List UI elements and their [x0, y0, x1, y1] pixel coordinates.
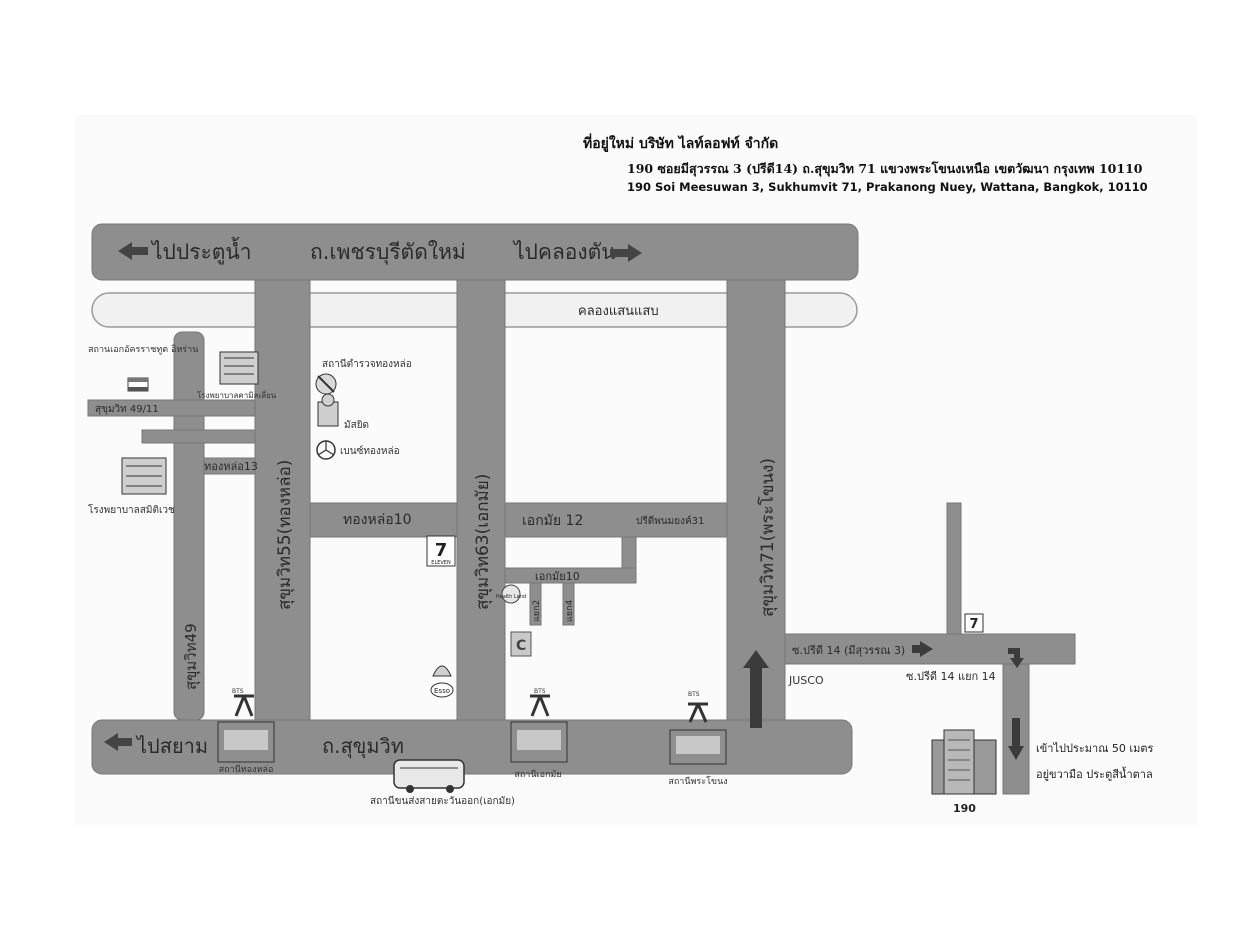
- label-benz: เบนซ์ทองหล่อ: [340, 445, 400, 457]
- seven-eleven-icon-2: 7: [964, 613, 984, 633]
- building-icon: [931, 729, 997, 795]
- label-building-number: 190: [953, 802, 976, 815]
- label-bus-terminal: สถานีขนส่งสายตะวันออก(เอกมัย): [370, 795, 515, 807]
- road-sukhumvit63: [456, 279, 506, 721]
- label-bts-ekkamai: สถานีเอกมัย: [514, 769, 561, 780]
- arrow-right-route-icon: [912, 641, 933, 657]
- label-sukhumvit49-11: สุขุมวิท 49/11: [95, 404, 159, 415]
- arrow-down-icon: [1008, 718, 1024, 760]
- arrow-up-icon: [743, 650, 769, 728]
- svg-text:BTS: BTS: [688, 691, 700, 698]
- label-yaek4: แยก4: [565, 599, 575, 622]
- road-sukhumvit71: [726, 279, 786, 721]
- hospital-icon: [219, 351, 259, 385]
- svg-text:Esso: Esso: [434, 687, 450, 695]
- label-thonglor10: ทองหล่อ10: [343, 512, 412, 528]
- label-pridi14-junction: ซ.ปรีดี 14 แยก 14: [906, 670, 996, 683]
- label-ekkamai12: เอกมัย 12: [522, 513, 583, 529]
- road-ekkamai12: [504, 502, 728, 538]
- hospital-icon-2: [121, 457, 167, 495]
- label-directions-1: เข้าไปประมาณ 50 เมตร: [1036, 742, 1154, 755]
- label-phetchaburi: ถ.เพชรบุรีตัดใหม่: [310, 240, 466, 265]
- label-thonglor13: ทองหล่อ13: [204, 460, 258, 473]
- label-bts-thonglor: สถานีทองหล่อ: [219, 764, 274, 775]
- address-english: 190 Soi Meesuwan 3, Sukhumvit 71, Prakan…: [627, 180, 1148, 194]
- road-sukhumvit55: [254, 279, 311, 721]
- esso-icon: Esso: [430, 682, 454, 698]
- svg-text:BTS: BTS: [534, 688, 546, 695]
- svg-text:7: 7: [969, 617, 978, 632]
- road-yaek2: [529, 582, 542, 626]
- label-jusco: JUSCO: [788, 674, 824, 687]
- health-land-icon: Health Land: [496, 584, 526, 604]
- address-thai: 190 ซอยมีสุวรรณ 3 (ปรีดี14) ถ.สุขุมวิท 7…: [627, 161, 1143, 176]
- police-badge-icon: [315, 373, 337, 395]
- bts-station-thonglor: BTS สถานีทองหล่อ: [217, 688, 275, 775]
- label-police: สถานีตำรวจทองหล่อ: [322, 358, 412, 370]
- label-to-pratunam: ไปประตูน้ำ: [150, 237, 252, 265]
- seven-eleven-icon: 7 ELEVEN: [426, 535, 456, 567]
- bts-station-phrakhanong: BTS สถานีพระโขนง: [668, 691, 727, 787]
- label-sukhumvit-road: ถ.สุขุมวิท: [322, 734, 404, 759]
- label-sukhumvit63: สุขุมวิท63(เอกมัย): [473, 474, 493, 610]
- label-to-siam: ไปสยาม: [135, 734, 208, 758]
- mosque-icon: [317, 393, 339, 427]
- arrow-left-icon: [118, 242, 148, 260]
- road-thonglor13: [203, 457, 256, 475]
- svg-text:ELEVEN: ELEVEN: [431, 560, 451, 566]
- svg-text:C: C: [516, 638, 526, 654]
- shell-icon: [432, 665, 452, 677]
- company-title: ที่อยู่ใหม่ บริษัท ไลท์ลอฟท์ จำกัด: [583, 136, 779, 152]
- road-thonglor10: [309, 502, 458, 538]
- label-hospital1: โรงพยาบาลคามิลเลี่ยน: [197, 389, 277, 400]
- label-sukhumvit71: สุขุมวิท71(พระโขนง): [757, 458, 778, 617]
- road-sukhumvit49-11: [87, 399, 256, 417]
- bus-icon: [393, 759, 465, 793]
- label-yaek2: แยก2: [532, 600, 542, 622]
- road-north-spur: [946, 502, 962, 635]
- road-sukhumvit49: [173, 331, 205, 721]
- arrow-left-icon-bottom: [104, 733, 132, 751]
- svg-text:Health Land: Health Land: [496, 594, 526, 600]
- label-mosque: มัสยิด: [344, 420, 369, 431]
- label-bts-phrakhanong: สถานีพระโขนง: [668, 776, 727, 787]
- label-pridi31: ปรีดีพนมยงค์31: [636, 515, 704, 527]
- label-pridi14: ซ.ปรีดี 14 (มีสุวรรณ 3): [792, 644, 905, 657]
- label-directions-2: อยู่ขวามือ ประตูสีน้ำตาล: [1036, 766, 1153, 781]
- mercedes-icon: [316, 440, 336, 460]
- label-embassy: สถานเอกอัครราชทูต อิหร่าน: [88, 344, 198, 355]
- arrow-right-icon: [610, 244, 642, 262]
- arrow-turn-down-icon: [1008, 648, 1024, 668]
- label-hospital2: โรงพยาบาลสมิติเวช: [88, 503, 175, 516]
- label-canal: คลองแสนแสบ: [578, 304, 659, 319]
- road-spur-upper: [141, 429, 256, 444]
- label-to-klongtan: ไปคลองตัน: [512, 240, 616, 264]
- svg-text:7: 7: [435, 540, 448, 561]
- label-sukhumvit49: สุขุมวิท49: [182, 623, 201, 690]
- svg-text:BTS: BTS: [232, 688, 244, 695]
- bts-station-ekkamai: BTS สถานีเอกมัย: [510, 688, 568, 780]
- label-sukhumvit55: สุขุมวิท55(ทองหล่อ): [275, 460, 295, 610]
- label-ekkamai10: เอกมัย10: [535, 570, 580, 583]
- store-c-icon: [510, 631, 532, 657]
- road-yaek4: [562, 582, 575, 626]
